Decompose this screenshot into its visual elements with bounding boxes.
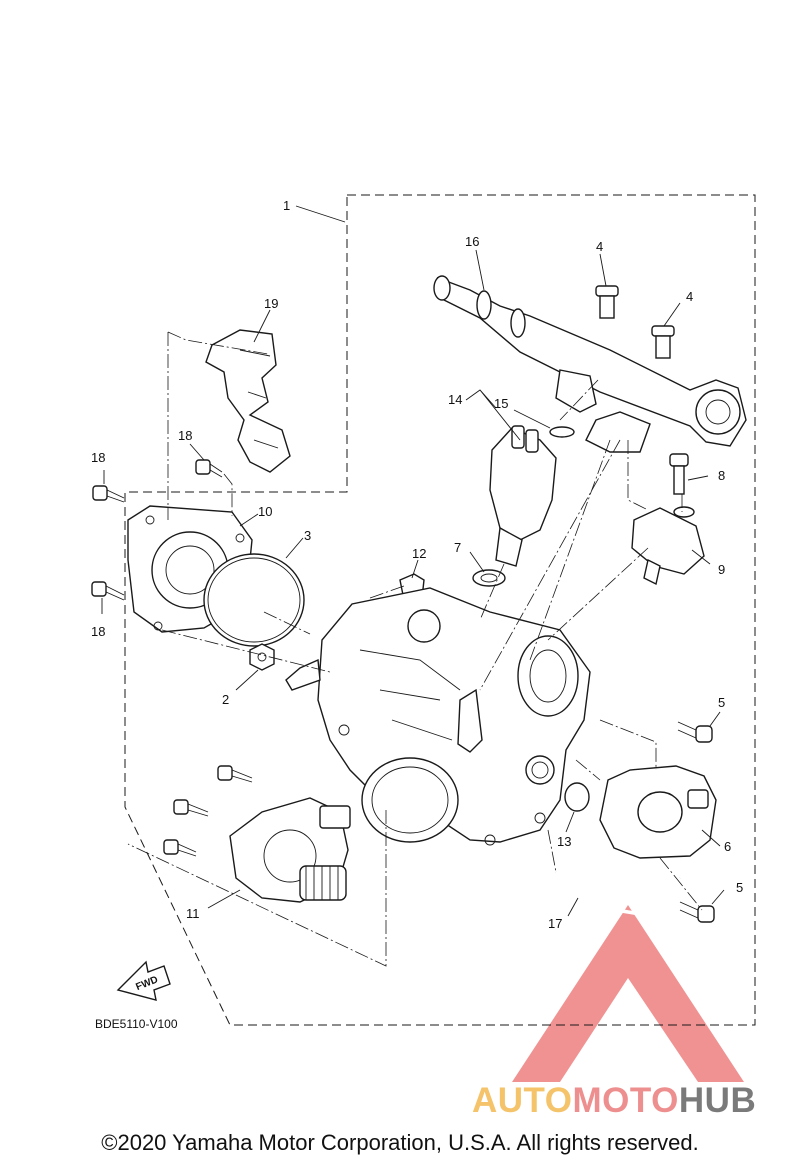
screw-18c xyxy=(91,581,125,601)
callout-11: 11 xyxy=(186,906,200,921)
callout-15: 15 xyxy=(494,396,508,411)
callout-18b: 18 xyxy=(178,428,192,443)
fwd-arrow-icon: FWD xyxy=(116,960,171,1001)
screw-11c xyxy=(163,839,197,857)
callout-13: 13 xyxy=(557,834,571,849)
nut-2 xyxy=(249,643,275,671)
screw-11b xyxy=(173,799,209,817)
watermark-hub: HUB xyxy=(678,1081,757,1120)
seal-7 xyxy=(472,569,506,587)
callout-1: 1 xyxy=(283,198,290,213)
callout-2: 2 xyxy=(222,692,229,707)
isc-valve-11 xyxy=(229,797,351,903)
callout-10: 10 xyxy=(258,504,272,519)
fuel-rail-16 xyxy=(433,275,747,453)
screw-4a xyxy=(595,285,619,319)
screw-8 xyxy=(669,453,689,495)
callout-6: 6 xyxy=(724,839,731,854)
screw-18a xyxy=(92,485,125,503)
assembly-lines xyxy=(127,331,703,967)
callout-17: 17 xyxy=(548,916,562,931)
screw-4b xyxy=(651,325,675,359)
callout-9: 9 xyxy=(718,562,725,577)
injector-14 xyxy=(489,425,557,567)
callout-5a: 5 xyxy=(718,695,725,710)
sensor-6 xyxy=(599,765,717,859)
o-ring-3 xyxy=(203,553,305,647)
watermark-logo xyxy=(512,905,744,1082)
screw-11a xyxy=(217,765,253,783)
screw-5a xyxy=(677,721,713,743)
screw-18b xyxy=(195,459,223,478)
leader-lines xyxy=(101,205,725,917)
callout-5b: 5 xyxy=(736,880,743,895)
bracket-19 xyxy=(205,329,291,473)
callout-7: 7 xyxy=(454,540,461,555)
sensor-9 xyxy=(631,506,705,586)
callout-3: 3 xyxy=(304,528,311,543)
callout-12: 12 xyxy=(412,546,426,561)
o-ring-15 xyxy=(549,426,575,438)
copyright-notice: ©2020 Yamaha Motor Corporation, U.S.A. A… xyxy=(101,1130,699,1155)
watermark-auto: AUTO xyxy=(472,1081,573,1120)
hose-17 xyxy=(554,870,682,916)
diagram-code: BDE5110-V100 xyxy=(95,1017,178,1031)
callout-4a: 4 xyxy=(596,239,603,254)
callout-18a: 18 xyxy=(91,450,105,465)
callout-4b: 4 xyxy=(686,289,693,304)
callout-18c: 18 xyxy=(91,624,105,639)
screw-5b xyxy=(679,901,715,923)
assembly-boundary xyxy=(124,194,756,1026)
callout-16: 16 xyxy=(465,234,479,249)
callout-labels: 1 2 3 4 4 5 5 6 7 8 9 10 11 12 13 14 15 … xyxy=(91,198,743,931)
watermark-moto: MOTO xyxy=(572,1081,679,1120)
callout-8: 8 xyxy=(718,468,725,483)
callout-14: 14 xyxy=(448,392,462,407)
o-ring-13 xyxy=(564,782,590,812)
callout-19: 19 xyxy=(264,296,278,311)
watermark-text: AUTOMOTOHUB xyxy=(472,1080,797,1122)
